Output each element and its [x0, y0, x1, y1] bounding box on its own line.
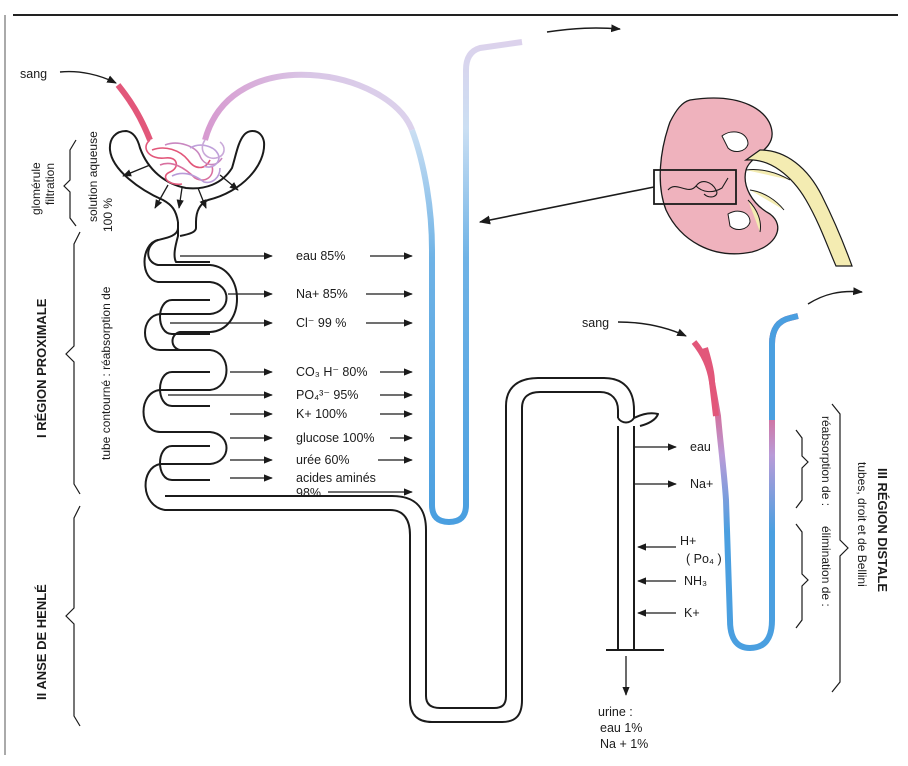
blood-flow-arrow-top [547, 28, 620, 32]
proximal-tubule [144, 228, 665, 722]
left-braces [64, 140, 80, 726]
label-distal-eau: eau [690, 440, 711, 454]
label-glomerule: glomérule [29, 162, 43, 215]
label-elimination-de: élimination de : [819, 526, 833, 607]
label-eau-85: eau 85% [296, 249, 345, 263]
label-distal-h: H+ [680, 534, 696, 548]
kidney-pointer-arrow [480, 187, 654, 222]
label-acides-amines: acides aminés [296, 471, 376, 485]
proximal-arrows [168, 256, 412, 492]
blood-flow-arrow-right [808, 292, 862, 305]
label-distal-nh3: NH₃ [684, 574, 707, 588]
label-k-100: K+ 100% [296, 407, 347, 421]
label-anse-henle: II ANSE DE HENLÉ [34, 584, 49, 700]
label-solution-aqueuse: solution aqueuse [86, 131, 100, 222]
label-distal-k: K+ [684, 606, 700, 620]
glomerulus-tuft [146, 140, 224, 184]
label-tube-contourne: tube contourné : réabsorption de [99, 286, 113, 460]
label-uree-60: urée 60% [296, 453, 350, 467]
label-urine-na: Na + 1% [600, 737, 648, 751]
label-tubes-droit: tubes, droit et de Bellini [855, 462, 869, 587]
label-100pct: 100 % [101, 198, 115, 232]
label-po4-95: PO₄³⁻ 95% [296, 388, 358, 402]
label-distal-na: Na+ [690, 477, 713, 491]
urine-labels: urine : eau 1% Na + 1% [598, 705, 648, 751]
label-distal-po4: ( Po₄ ) [686, 552, 722, 566]
sang-arrow-right [618, 322, 686, 336]
distal-labels: eau Na+ H+ ( Po₄ ) NH₃ K+ [680, 440, 722, 620]
sang-arrow-top [60, 72, 116, 83]
label-acides-98: 98% [296, 486, 321, 500]
bowman-capsule [110, 131, 264, 265]
label-cl-99: Cl⁻ 99 % [296, 316, 346, 330]
label-sang-right: sang [582, 316, 609, 330]
label-reabsorption-de: réabsorption de : [819, 416, 833, 506]
label-na-85: Na+ 85% [296, 287, 348, 301]
right-annotations: III RÉGION DISTALE tubes, droit et de Be… [819, 416, 890, 607]
label-glucose-100: glucose 100% [296, 431, 375, 445]
label-region-distale: III RÉGION DISTALE [875, 468, 890, 592]
label-sang-top: sang [20, 67, 47, 81]
kidney-icon [654, 98, 852, 266]
label-region-proximale: I RÉGION PROXIMALE [34, 298, 49, 438]
label-urine: urine : [598, 705, 633, 719]
left-annotations: glomérule filtration solution aqueuse 10… [29, 131, 115, 700]
label-filtration: filtration [43, 163, 57, 205]
proximal-labels: eau 85% Na+ 85% Cl⁻ 99 % CO₃ H⁻ 80% PO₄³… [296, 249, 376, 500]
label-co3h-80: CO₃ H⁻ 80% [296, 365, 367, 379]
label-urine-eau: eau 1% [600, 721, 642, 735]
